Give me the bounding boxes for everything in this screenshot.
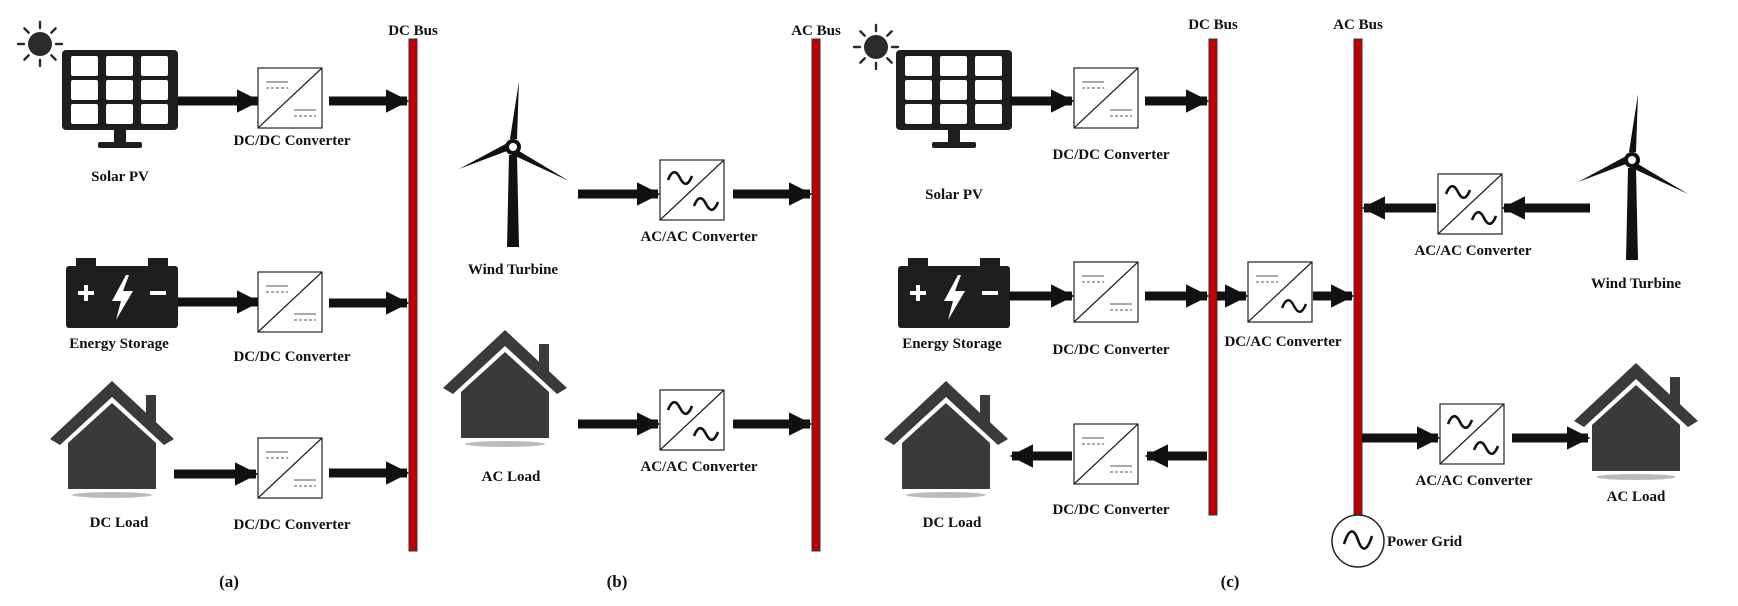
storage-label: Energy Storage (69, 336, 169, 352)
converter-label: AC/AC Converter (1414, 243, 1531, 259)
panel-b: Wind Turbine AC/AC Converter AC Load AC/… (443, 23, 841, 591)
converter-label: DC/DC Converter (233, 133, 350, 149)
converter-label: DC/DC Converter (233, 349, 350, 365)
solar-label: Solar PV (925, 187, 983, 203)
house-icon (1574, 363, 1698, 480)
converter-label: AC/AC Converter (1415, 473, 1532, 489)
converter-icon (1073, 261, 1139, 323)
converter-label: DC/AC Converter (1224, 334, 1341, 350)
dc-bus-bar (408, 38, 418, 552)
converter-icon (1073, 67, 1139, 129)
ac-bus-label: AC Bus (1333, 17, 1383, 33)
converter-icon (658, 158, 726, 222)
solar-label: Solar PV (91, 169, 149, 185)
solar-panel-icon (896, 50, 1012, 148)
converter-icon (257, 437, 323, 499)
converter-label: AC/AC Converter (640, 229, 757, 245)
wind-label: Wind Turbine (468, 262, 559, 278)
ac-load-label: AC Load (482, 469, 541, 485)
battery-icon (898, 258, 1010, 328)
panel-a: Solar PV DC/DC Converter Energy Storage … (16, 20, 438, 591)
dc-load-label: DC Load (923, 515, 982, 531)
panel-caption: (a) (219, 572, 239, 591)
panel-caption: (b) (607, 572, 628, 591)
converter-label: DC/DC Converter (233, 517, 350, 533)
converter-icon (658, 388, 726, 452)
ac-load-label: AC Load (1607, 489, 1666, 505)
ac-bus-bar (811, 38, 821, 552)
wind-label: Wind Turbine (1591, 276, 1682, 292)
house-icon (884, 381, 1008, 498)
converter-icon (257, 67, 323, 129)
converter-icon (1438, 402, 1506, 466)
power-grid-label: Power Grid (1387, 534, 1463, 550)
dc-bus-label: DC Bus (1188, 17, 1238, 33)
dc-load-label: DC Load (90, 515, 149, 531)
solar-panel-icon (62, 50, 178, 148)
converter-icon (257, 271, 323, 333)
panel-caption: (c) (1221, 572, 1240, 591)
dc-bus-label: DC Bus (388, 23, 438, 39)
house-icon (50, 381, 174, 498)
converter-icon (1246, 260, 1314, 324)
wind-turbine-icon (1578, 94, 1688, 260)
converter-label: DC/DC Converter (1052, 147, 1169, 163)
grid-source-icon (1331, 514, 1385, 568)
converter-icon (1073, 423, 1139, 485)
converter-label: DC/DC Converter (1052, 502, 1169, 518)
panel-c: Solar PV DC/DC Converter Energy Storage … (852, 17, 1698, 591)
converter-label: AC/AC Converter (640, 459, 757, 475)
ac-bus-bar (1353, 38, 1363, 516)
sun-icon (852, 23, 900, 71)
converter-label: DC/DC Converter (1052, 342, 1169, 358)
house-icon (443, 330, 567, 447)
converter-icon (1436, 172, 1504, 236)
ac-bus-label: AC Bus (791, 23, 841, 39)
battery-icon (66, 258, 178, 328)
storage-label: Energy Storage (902, 336, 1002, 352)
wind-turbine-icon (459, 81, 569, 247)
sun-icon (16, 20, 64, 68)
dc-bus-bar (1208, 38, 1218, 516)
